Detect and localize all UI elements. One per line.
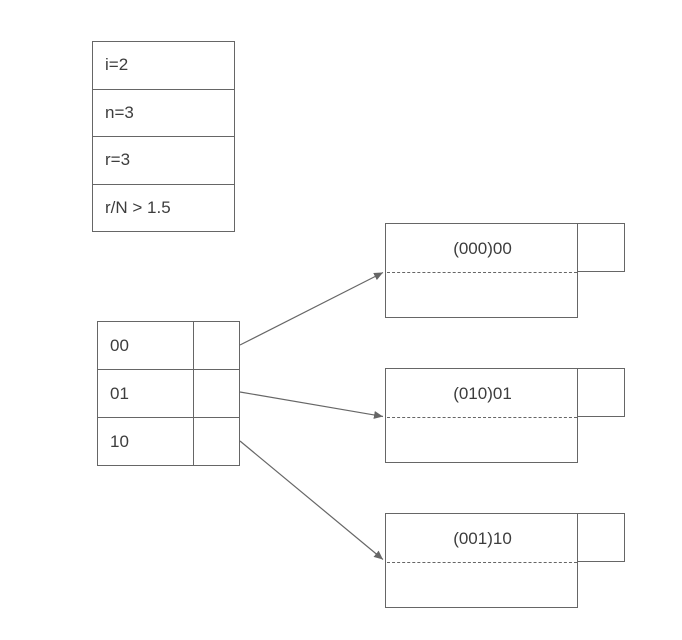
info-row-i-label: i=2: [105, 55, 129, 75]
bucket-010-01-overflow-box: [577, 368, 625, 417]
directory-cell-00-label: 00: [110, 335, 129, 355]
directory-cell-01-label: 01: [110, 383, 129, 403]
info-row-n-label: n=3: [105, 102, 134, 122]
bucket-001-10-dashed-divider: [387, 562, 577, 563]
directory-row-01: 01: [98, 370, 239, 418]
directory-cell-10-label: 10: [110, 431, 129, 451]
bucket-001-10-main-box: (001)10: [385, 513, 578, 608]
info-row-ratio-label: r/N > 1.5: [105, 197, 171, 217]
bucket-010-01-dashed-divider: [387, 417, 577, 418]
bucket-000-00-label: (000)00: [453, 238, 512, 258]
directory-pointer-cell-10: [194, 418, 239, 465]
bucket-010-01-label: (010)01: [453, 383, 512, 403]
arrow-01-to-bucket-010-01: [239, 391, 384, 419]
bucket-000-00-overflow-box: [577, 223, 625, 272]
arrow-10-to-bucket-001-10: [239, 440, 384, 560]
directory-table: 00 01 10: [97, 321, 240, 466]
info-row-n: n=3: [93, 90, 234, 137]
directory-row-10: 10: [98, 418, 239, 465]
directory-pointer-cell-01: [194, 370, 239, 417]
info-table: i=2 n=3 r=3 r/N > 1.5: [92, 41, 235, 232]
info-row-ratio: r/N > 1.5: [93, 185, 234, 232]
info-row-r-label: r=3: [105, 150, 131, 170]
bucket-001-10-label: (001)10: [453, 528, 512, 548]
info-row-i: i=2: [93, 42, 234, 90]
bucket-010-01-main-box: (010)01: [385, 368, 578, 463]
directory-cell-10: 10: [98, 418, 194, 465]
info-row-r: r=3: [93, 137, 234, 185]
bucket-000-00-main-box: (000)00: [385, 223, 578, 318]
bucket-000-00-dashed-divider: [387, 272, 577, 273]
directory-cell-00: 00: [98, 322, 194, 369]
bucket-000-00: (000)00: [385, 223, 625, 318]
arrow-00-to-bucket-000-00: [239, 271, 384, 346]
directory-pointer-cell-00: [194, 322, 239, 369]
bucket-001-10-overflow-box: [577, 513, 625, 562]
bucket-001-10: (001)10: [385, 513, 625, 608]
directory-row-00: 00: [98, 322, 239, 370]
bucket-010-01: (010)01: [385, 368, 625, 463]
directory-cell-01: 01: [98, 370, 194, 417]
